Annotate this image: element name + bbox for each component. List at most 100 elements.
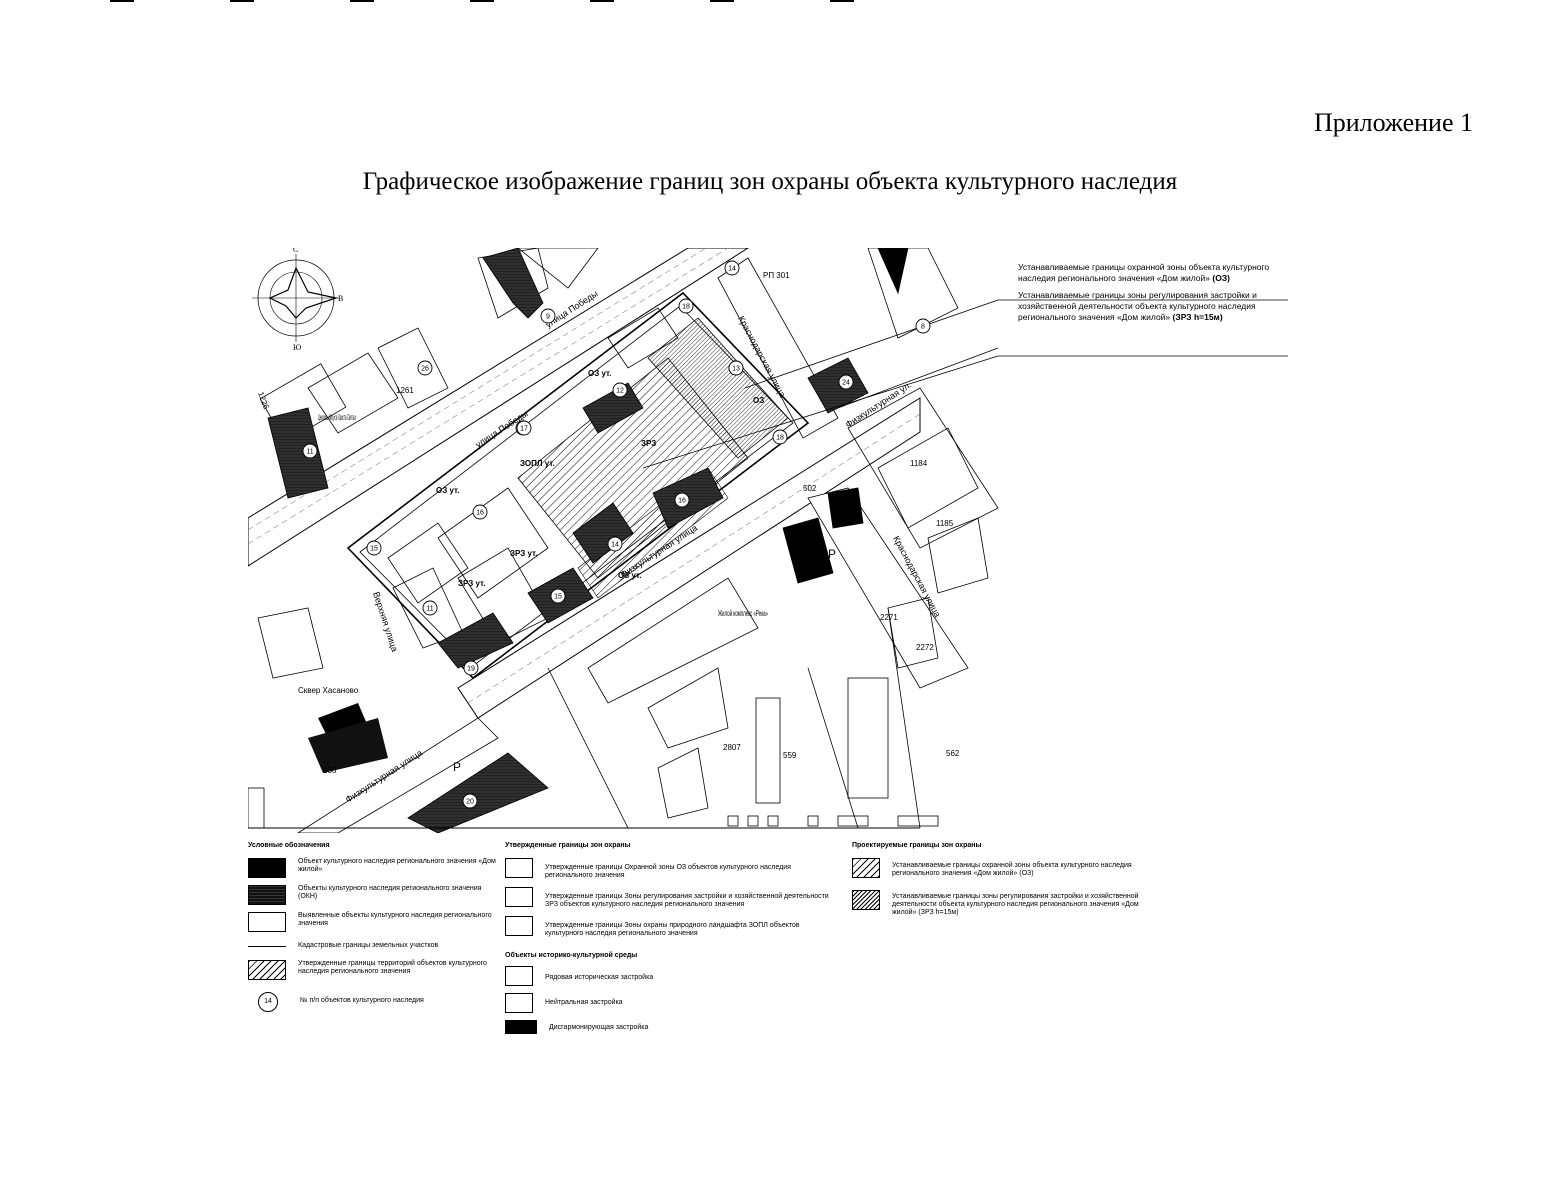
street-pobedy: [248, 248, 749, 567]
parcel-number: 1184: [910, 459, 928, 468]
street-fizkulturnaya: [297, 397, 921, 833]
site-plan-map: С Ю В З улица Победы улица Победы Физкул…: [248, 248, 1288, 833]
legend-text: Утвержденные границы территорий объектов…: [298, 960, 487, 975]
heritage-number-marker: 11: [422, 600, 438, 616]
compass-s: Ю: [293, 343, 301, 352]
legend-text: Нейтральная застройка: [545, 999, 623, 1006]
callout-zrz-code: (ЗРЗ h=15м): [1172, 312, 1223, 322]
legend-col-3: Проектируемые границы зон охраны Устанав…: [852, 842, 1142, 917]
bottom-strip: [248, 815, 939, 829]
heritage-number: 20: [466, 799, 474, 806]
heritage-number-marker: 18: [772, 429, 788, 445]
parcel-number: 2807: [723, 743, 741, 752]
heritage-number-marker: 18: [678, 298, 694, 314]
scan-mark: [830, 0, 854, 2]
legend-text: Устанавливаемые границы зоны регулирован…: [892, 893, 1139, 916]
legend-text: Выявленные объекты культурного наследия …: [298, 912, 492, 927]
parking-label: P: [828, 547, 836, 561]
zone-label: ОЗ ут.: [436, 486, 459, 495]
heritage-number: 11: [306, 449, 313, 456]
legend-text: Дисгармонирующая застройка: [549, 1024, 649, 1031]
zone-label: ОЗ: [753, 396, 764, 405]
legend-item: Нейтральная застройка: [505, 993, 835, 1013]
legend-swatch: [248, 858, 286, 878]
heritage-number: 19: [467, 666, 475, 673]
callout-zrz-text: Устанавливаемые границы зоны регулирован…: [1018, 290, 1257, 322]
callout-zrz: Устанавливаемые границы зоны регулирован…: [1018, 290, 1288, 323]
legend-text: Утвержденные границы Зоны охраны природн…: [545, 922, 800, 937]
appendix-label: Приложение 1: [1313, 108, 1473, 137]
heritage-number-marker: 20: [462, 793, 478, 809]
legend-text: Утвержденные границы Охранной зоны ОЗ об…: [545, 864, 791, 879]
heritage-number-marker: 15: [550, 588, 566, 604]
legend-swatch: [505, 916, 533, 936]
compass-e: В: [338, 294, 343, 303]
heritage-number: 15: [370, 546, 378, 553]
heritage-number-marker: 24: [838, 374, 854, 390]
heritage-number-marker: 16: [472, 504, 488, 520]
callout-leader: [744, 299, 999, 389]
zone-label: ЗОПЛ ут.: [520, 459, 555, 468]
callout-oz-text: Устанавливаемые границы охранной зоны об…: [1018, 262, 1270, 283]
heritage-number-marker: 12: [612, 382, 628, 398]
legend-heading: Утвержденные границы зон охраны: [505, 842, 631, 849]
parcel-number: 1261: [396, 386, 414, 395]
parcel-number: 502: [803, 484, 817, 493]
heritage-number: 18: [682, 304, 690, 311]
scan-mark: [590, 0, 614, 2]
legend-heading: Объекты историко-культурной среды: [505, 952, 638, 959]
heritage-number: 8: [921, 324, 925, 331]
legend-item: Утвержденные границы территорий объектов…: [248, 960, 498, 980]
church-label: Церковь Иисуса Христа Святых: [318, 413, 356, 422]
legend-item: Утвержденные границы Зоны охраны природн…: [505, 916, 835, 938]
legend-swatch: [852, 890, 880, 910]
legend-item: Дисгармонирующая застройка: [505, 1020, 835, 1034]
legend-item: Объекты культурного наследия регионально…: [248, 885, 498, 905]
heritage-number-marker: 17: [516, 420, 532, 436]
heritage-number: 16: [678, 498, 686, 505]
heritage-number-marker: 26: [417, 360, 433, 376]
parcel-number: 136: [323, 766, 337, 775]
heritage-number: 18: [776, 435, 784, 442]
legend-item: Кадастровые границы земельных участков: [248, 942, 498, 950]
legend-text: Объекты культурного наследия регионально…: [298, 885, 482, 900]
heritage-number: 14: [611, 542, 619, 549]
parcel-number: 2272: [916, 643, 934, 652]
legend-swatch: [248, 960, 286, 980]
heritage-number: 17: [520, 426, 528, 433]
zone-label: ЗРЗ ут.: [458, 579, 485, 588]
legend-swatch: [505, 887, 533, 907]
heritage-number: 15: [554, 594, 562, 601]
zone-label: ЗРЗ: [641, 439, 656, 448]
scan-mark: [230, 0, 254, 2]
heritage-number-marker: 16: [674, 492, 690, 508]
legend-swatch: [505, 1020, 537, 1034]
parcel-number: 1185: [936, 519, 954, 528]
heritage-number-marker: 9: [540, 308, 556, 324]
heritage-number: 26: [421, 366, 429, 373]
callout-leader: [642, 355, 999, 469]
complex-label: Жилой комплекс «Река»: [718, 609, 768, 618]
heritage-number-marker: 14: [607, 536, 623, 552]
heritage-number-marker: 19: [463, 660, 479, 676]
legend-item: 14 № п/п объектов культурного наследия: [248, 992, 498, 1012]
zone-label: ЗРЗ ут.: [510, 549, 537, 558]
parcel-number: 562: [946, 749, 960, 758]
legend-item: Объект культурного наследия региональног…: [248, 858, 498, 878]
legend-item: Рядовая историческая застройка: [505, 966, 835, 986]
legend-heading: Проектируемые границы зон охраны: [852, 842, 982, 849]
legend-item: Устанавливаемые границы охранной зоны об…: [852, 858, 1142, 878]
legend-text: Устанавливаемые границы охранной зоны об…: [892, 862, 1132, 877]
parking-label: P: [453, 760, 461, 774]
heritage-number-marker: 15: [366, 540, 382, 556]
legend-text: Утвержденные границы Зоны регулирования …: [545, 893, 829, 908]
legend-swatch: [505, 858, 533, 878]
parcel-number: РП 301: [763, 271, 790, 280]
legend-swatch: [248, 912, 286, 932]
legend-col-1: Условные обозначения Объект культурного …: [248, 842, 498, 1012]
parcel-number: 2271: [880, 613, 898, 622]
legend-heading: Условные обозначения: [248, 842, 330, 849]
heritage-number-marker: 14: [724, 260, 740, 276]
legend-item: Выявленные объекты культурного наследия …: [248, 912, 498, 932]
upper-left-blocks: [259, 248, 599, 499]
